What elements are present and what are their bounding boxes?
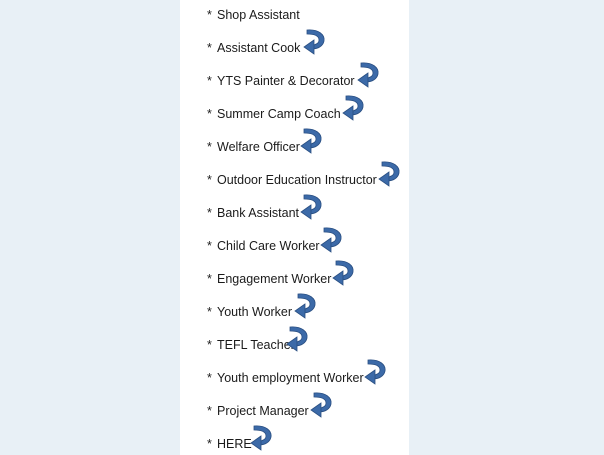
- item-label: Youth Worker: [217, 305, 293, 319]
- document-page: * Shop Assistant * Assistant Cook * YTS Pai…: [180, 0, 409, 455]
- curved-return-arrow-icon: [320, 225, 344, 255]
- list-item: * Bank Assistant: [207, 203, 299, 223]
- item-label: Assistant Cook: [217, 41, 301, 55]
- list-item: * HERE: [207, 434, 252, 454]
- list-item: * Project Manager: [207, 401, 309, 421]
- curved-return-arrow-icon: [294, 291, 318, 321]
- list-item: * Shop Assistant: [207, 5, 300, 25]
- bullet: *: [207, 404, 212, 418]
- curved-return-arrow-icon: [300, 126, 324, 156]
- item-label: Welfare Officer: [217, 140, 300, 154]
- list-item: * TEFL Teacher: [207, 335, 295, 355]
- bullet: *: [207, 305, 212, 319]
- item-label: Engagement Worker: [217, 272, 332, 286]
- list-item: * Child Care Worker: [207, 236, 320, 256]
- item-label: Outdoor Education Instructor: [217, 173, 377, 187]
- item-label: Youth employment Worker: [217, 371, 364, 385]
- list-item: * Welfare Officer: [207, 137, 300, 157]
- list-item: * Engagement Worker: [207, 269, 331, 289]
- bullet: *: [207, 8, 212, 22]
- curved-return-arrow-icon: [286, 324, 310, 354]
- item-label: Bank Assistant: [217, 206, 299, 220]
- bullet: *: [207, 107, 212, 121]
- bullet: *: [207, 140, 212, 154]
- bullet: *: [207, 437, 212, 451]
- list-item: * Summer Camp Coach: [207, 104, 341, 124]
- item-label: Summer Camp Coach: [217, 107, 341, 121]
- bullet: *: [207, 239, 212, 253]
- item-label: Child Care Worker: [217, 239, 320, 253]
- bullet: *: [207, 41, 212, 55]
- bullet: *: [207, 272, 212, 286]
- item-label: YTS Painter & Decorator: [217, 74, 355, 88]
- list-item: * Youth employment Worker: [207, 368, 364, 388]
- curved-return-arrow-icon: [310, 390, 334, 420]
- curved-return-arrow-icon: [378, 159, 402, 189]
- bullet: *: [207, 206, 212, 220]
- curved-return-arrow-icon: [303, 27, 327, 57]
- item-label: TEFL Teacher: [217, 338, 295, 352]
- bullet: *: [207, 74, 212, 88]
- curved-return-arrow-icon: [300, 192, 324, 222]
- item-label: HERE: [217, 437, 252, 451]
- curved-return-arrow-icon: [357, 60, 381, 90]
- bullet: *: [207, 371, 212, 385]
- list-item: * Outdoor Education Instructor: [207, 170, 377, 190]
- item-label: Project Manager: [217, 404, 309, 418]
- curved-return-arrow-icon: [342, 93, 366, 123]
- curved-return-arrow-icon: [250, 423, 274, 453]
- bullet: *: [207, 173, 212, 187]
- list-item: * Youth Worker: [207, 302, 292, 322]
- curved-return-arrow-icon: [332, 258, 356, 288]
- career-list: * Shop Assistant * Assistant Cook * YTS Pai…: [180, 0, 409, 455]
- list-item: * Assistant Cook: [207, 38, 300, 58]
- curved-return-arrow-icon: [364, 357, 388, 387]
- item-label: Shop Assistant: [217, 8, 300, 22]
- list-item: * YTS Painter & Decorator: [207, 71, 355, 91]
- bullet: *: [207, 338, 212, 352]
